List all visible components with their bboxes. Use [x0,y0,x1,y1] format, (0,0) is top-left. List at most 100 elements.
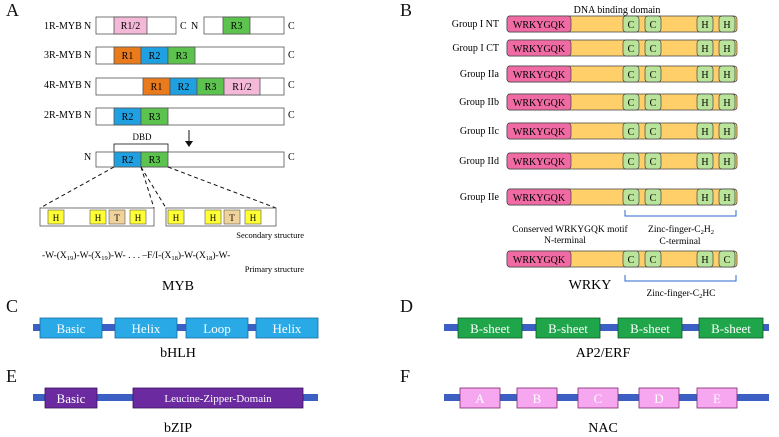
domain-label: R3 [149,112,161,123]
wrkygqk-motif-box [506,15,572,33]
zinc-residue-box [718,250,736,268]
structure-label: H [135,213,142,223]
domain-label: R2 [149,51,161,62]
zinc-residue-box [644,188,662,206]
leucine-zipper-domain-box [132,387,304,409]
domain-box [459,387,501,409]
domain-label: B-sheet [548,321,588,336]
domain-box [696,387,738,409]
zinc-residue-box [622,122,640,140]
myb-diagram: 1R-MYB N R1/2 C N R3 C 3R-MYB N R1 R2 R3… [39,16,304,294]
myb-row-name: 3R-MYB [44,50,82,61]
zinc-residue-label: C [628,70,635,81]
domain-label: R3 [231,21,243,32]
zinc-residue-label: C [628,98,635,109]
zinc-residue-label: H [723,20,730,31]
wrky-caption: WRKY [569,278,612,293]
dbd-bracket [113,143,169,153]
zinc-residue-box [622,93,640,111]
zinc-residue-label: C [650,44,657,55]
c-terminus-label: C [180,21,187,32]
zinc-residue-box [622,65,640,83]
structure-label: H [173,213,180,223]
c-terminus-label: C [288,21,295,32]
zinc-residue-label: H [701,255,708,266]
zinc-residue-label: H [723,98,730,109]
zinc-residue-label: C [628,255,635,266]
myb-caption: MYB [162,279,194,294]
zinc-residue-label: C [650,70,657,81]
domain-label: E [713,391,721,406]
zinc-residue-box [644,122,662,140]
n-terminus-label: N [84,110,91,121]
dna-binding-domain-title: DNA binding domain [574,5,661,16]
zoom-line [167,166,277,209]
zinc-residue-label: C [650,255,657,266]
wrky-group-name: Group IIa [460,69,500,80]
n-terminus-label: N [84,21,91,32]
n-terminus-label: N [84,152,91,163]
domain-label: B-sheet [711,321,751,336]
primary-sequence: -W-(X19)-W-(X19)-W- . . . –F/I-(X18)-W-(… [42,250,230,262]
zinc-residue-label: C [628,193,635,204]
structure-label: H [95,213,102,223]
zinc-residue-label: C [650,193,657,204]
domain-box [577,387,619,409]
c-terminus-label: C [288,152,295,163]
domain-label: D [654,391,663,406]
conserved-motif-label: Conserved WRKYGQK motif [512,224,628,235]
structure-label: H [210,213,217,223]
protein-backbone [444,324,769,331]
turn-box [108,209,126,225]
dbd-label: DBD [132,132,152,142]
zinc-residue-box [622,15,640,33]
domain-box [698,317,764,339]
helix-box [47,209,65,225]
domain-label: R3 [149,155,161,166]
wrkygqk-motif-box [506,250,572,268]
wrkygqk-motif-label: WRKYGQK [513,127,566,138]
n-terminus-label: N [84,80,91,91]
helix-box [167,209,185,225]
domain-label: C [594,391,603,406]
wrkygqk-motif-box [506,188,572,206]
zinc-residue-label: C [628,20,635,31]
zinc-residue-box [696,152,714,170]
zinc-residue-label: H [723,157,730,168]
domain-label: R2 [122,155,134,166]
zinc-residue-box [644,152,662,170]
bhlh-caption: bHLH [160,346,196,361]
n-terminus-label: N [191,21,198,32]
zinc-residue-box [644,39,662,57]
zinc-residue-box [696,39,714,57]
domain-label: B [533,391,542,406]
c-terminus-label: C [288,80,295,91]
wrkygqk-motif-label: WRKYGQK [513,98,566,109]
domain-label: R1 [151,82,163,93]
zinc-residue-box [718,188,736,206]
wrkygqk-motif-box [506,122,572,140]
bzip-caption: bZIP [164,421,192,436]
zinc-residue-box [696,250,714,268]
domain-label: R3 [205,82,217,93]
primary-structure-label: Primary structure [245,264,304,274]
domain-label: Helix [132,321,161,336]
domain-label: Helix [273,321,302,336]
domain-label: Leucine-Zipper-Domain [164,393,272,405]
domain-box [255,317,319,339]
zinc-finger-c2hc-label: Zinc-finger-C2HC [646,288,715,300]
helix-box [129,209,147,225]
zinc-residue-label: H [723,70,730,81]
zinc-residue-box [696,15,714,33]
wrkygqk-motif-box [506,65,572,83]
wrkygqk-motif-label: WRKYGQK [513,255,566,266]
zinc-residue-box [696,122,714,140]
zinc-finger-bracket [624,210,737,217]
zinc-finger-bracket [624,275,737,282]
domain-box [617,317,683,339]
zinc-residue-label: H [701,20,708,31]
zinc-residue-label: C [650,127,657,138]
